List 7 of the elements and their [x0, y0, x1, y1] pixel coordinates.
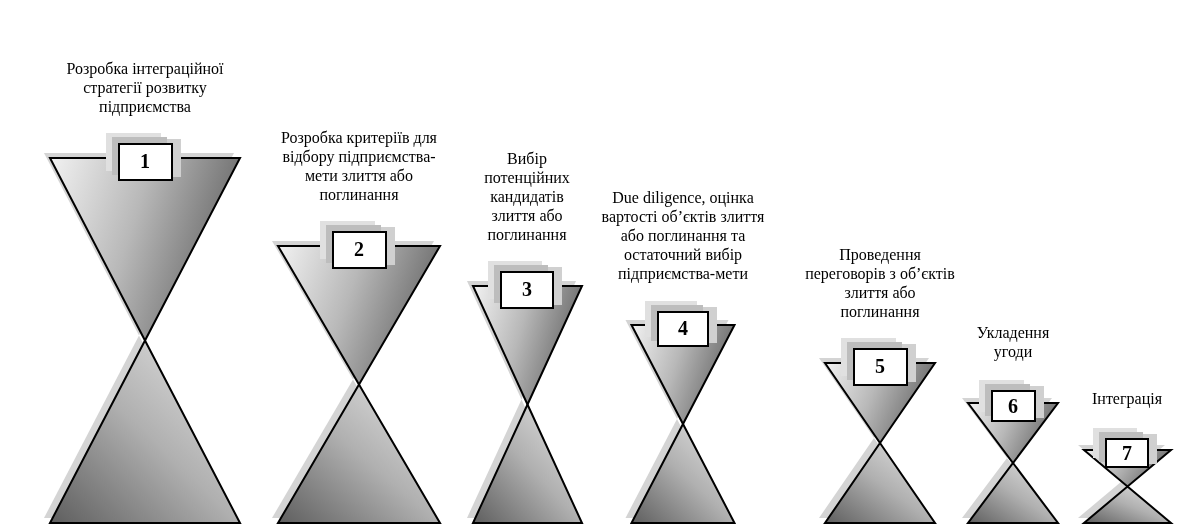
- stage-title: Проведення переговорів з об’єктів злиття або поглинання: [804, 245, 956, 321]
- stage-title: Розробка критеріїв для відбору підприємства-мети злиття або поглинання: [280, 128, 438, 204]
- stage-title: Due diligence, оцінка вартості об’єктів злиття або поглинання та остаточний вибір підприємства-мети: [600, 188, 766, 283]
- stage-title: Інтеграція: [1091, 389, 1163, 408]
- stage-title: Вибір потенційних кандидатів злиття або поглинання: [483, 149, 571, 244]
- stage-title: Укладення угоди: [975, 323, 1051, 361]
- stage-title: Розробка інтеграційної стратегії розвитку підприємства: [65, 59, 225, 116]
